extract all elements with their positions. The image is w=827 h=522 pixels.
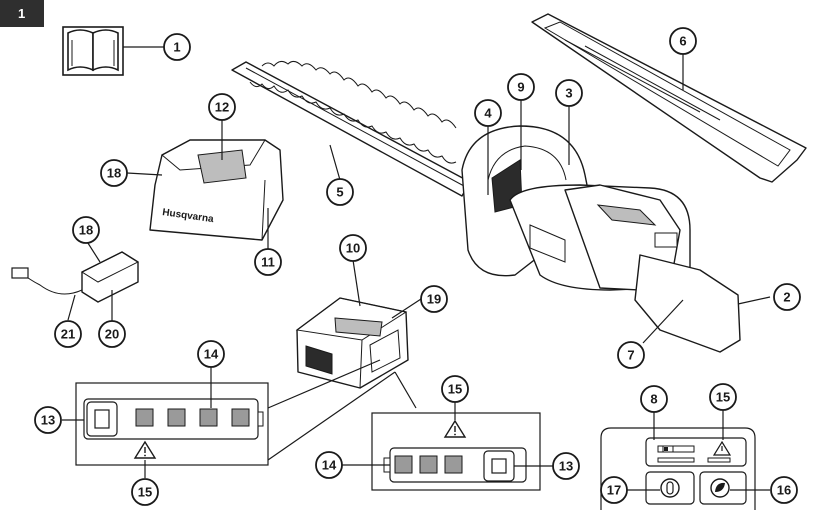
battery-icon	[662, 445, 674, 453]
svg-text:15: 15	[448, 382, 462, 397]
blade-guard	[531, 13, 807, 183]
figure-tag: 1	[0, 0, 44, 27]
svg-text:14: 14	[322, 458, 337, 473]
callout-21: 21	[54, 320, 82, 348]
svg-text:5: 5	[336, 185, 343, 200]
callout-6: 6	[669, 27, 697, 55]
callout-18a: 18	[100, 159, 128, 187]
power-supply	[11, 251, 140, 303]
svg-text:16: 16	[777, 483, 791, 498]
callout-15a: 15	[441, 375, 469, 403]
callout-5: 5	[326, 178, 354, 206]
warning-icon	[133, 440, 157, 459]
callout-18b: 18	[72, 216, 100, 244]
svg-text:12: 12	[215, 100, 229, 115]
callout-1: 1	[163, 33, 191, 61]
svg-text:11: 11	[261, 255, 275, 270]
callout-13a: 13	[34, 406, 62, 434]
book-icon	[62, 26, 124, 76]
svg-text:15: 15	[138, 485, 152, 500]
svg-text:9: 9	[517, 80, 524, 95]
svg-text:4: 4	[484, 106, 492, 121]
callout-10: 10	[339, 234, 367, 262]
svg-text:2: 2	[783, 290, 790, 305]
callout-13b: 13	[552, 452, 580, 480]
svg-text:10: 10	[346, 241, 360, 256]
svg-text:14: 14	[204, 347, 219, 362]
svg-text:1: 1	[173, 40, 180, 55]
warning-icon	[443, 419, 467, 438]
svg-text:21: 21	[61, 327, 75, 342]
callout-11: 11	[254, 248, 282, 276]
callout-19: 19	[420, 285, 448, 313]
svg-text:19: 19	[427, 292, 441, 307]
callout-2: 2	[773, 283, 801, 311]
callout-9: 9	[507, 73, 535, 101]
callout-20: 20	[98, 320, 126, 348]
callout-14b: 14	[315, 451, 343, 479]
svg-text:13: 13	[41, 413, 55, 428]
figure-number: 1	[18, 6, 25, 21]
callout-4: 4	[474, 99, 502, 127]
warning-icon	[712, 440, 732, 456]
svg-text:17: 17	[607, 483, 621, 498]
svg-text:13: 13	[559, 459, 573, 474]
callout-12: 12	[208, 93, 236, 121]
callout-14a: 14	[197, 340, 225, 368]
callout-3: 3	[555, 79, 583, 107]
power-icon	[660, 478, 680, 498]
svg-text:6: 6	[679, 34, 686, 49]
hedge-trimmer-body	[461, 125, 741, 353]
callout-17: 17	[600, 476, 628, 504]
callout-8: 8	[640, 385, 668, 413]
charger: Husqvarna	[149, 139, 284, 241]
callout-16: 16	[770, 476, 798, 504]
svg-text:7: 7	[627, 348, 634, 363]
svg-text:18: 18	[107, 166, 121, 181]
svg-text:8: 8	[650, 392, 657, 407]
eco-mode-icon	[710, 478, 730, 498]
battery-indicator-panel-left	[75, 382, 269, 466]
callout-7: 7	[617, 341, 645, 369]
svg-text:18: 18	[79, 223, 93, 238]
callout-15c: 15	[131, 478, 159, 506]
svg-text:3: 3	[565, 86, 572, 101]
svg-text:20: 20	[105, 327, 119, 342]
callout-15b: 15	[709, 383, 737, 411]
svg-text:15: 15	[716, 390, 730, 405]
battery	[295, 297, 409, 389]
